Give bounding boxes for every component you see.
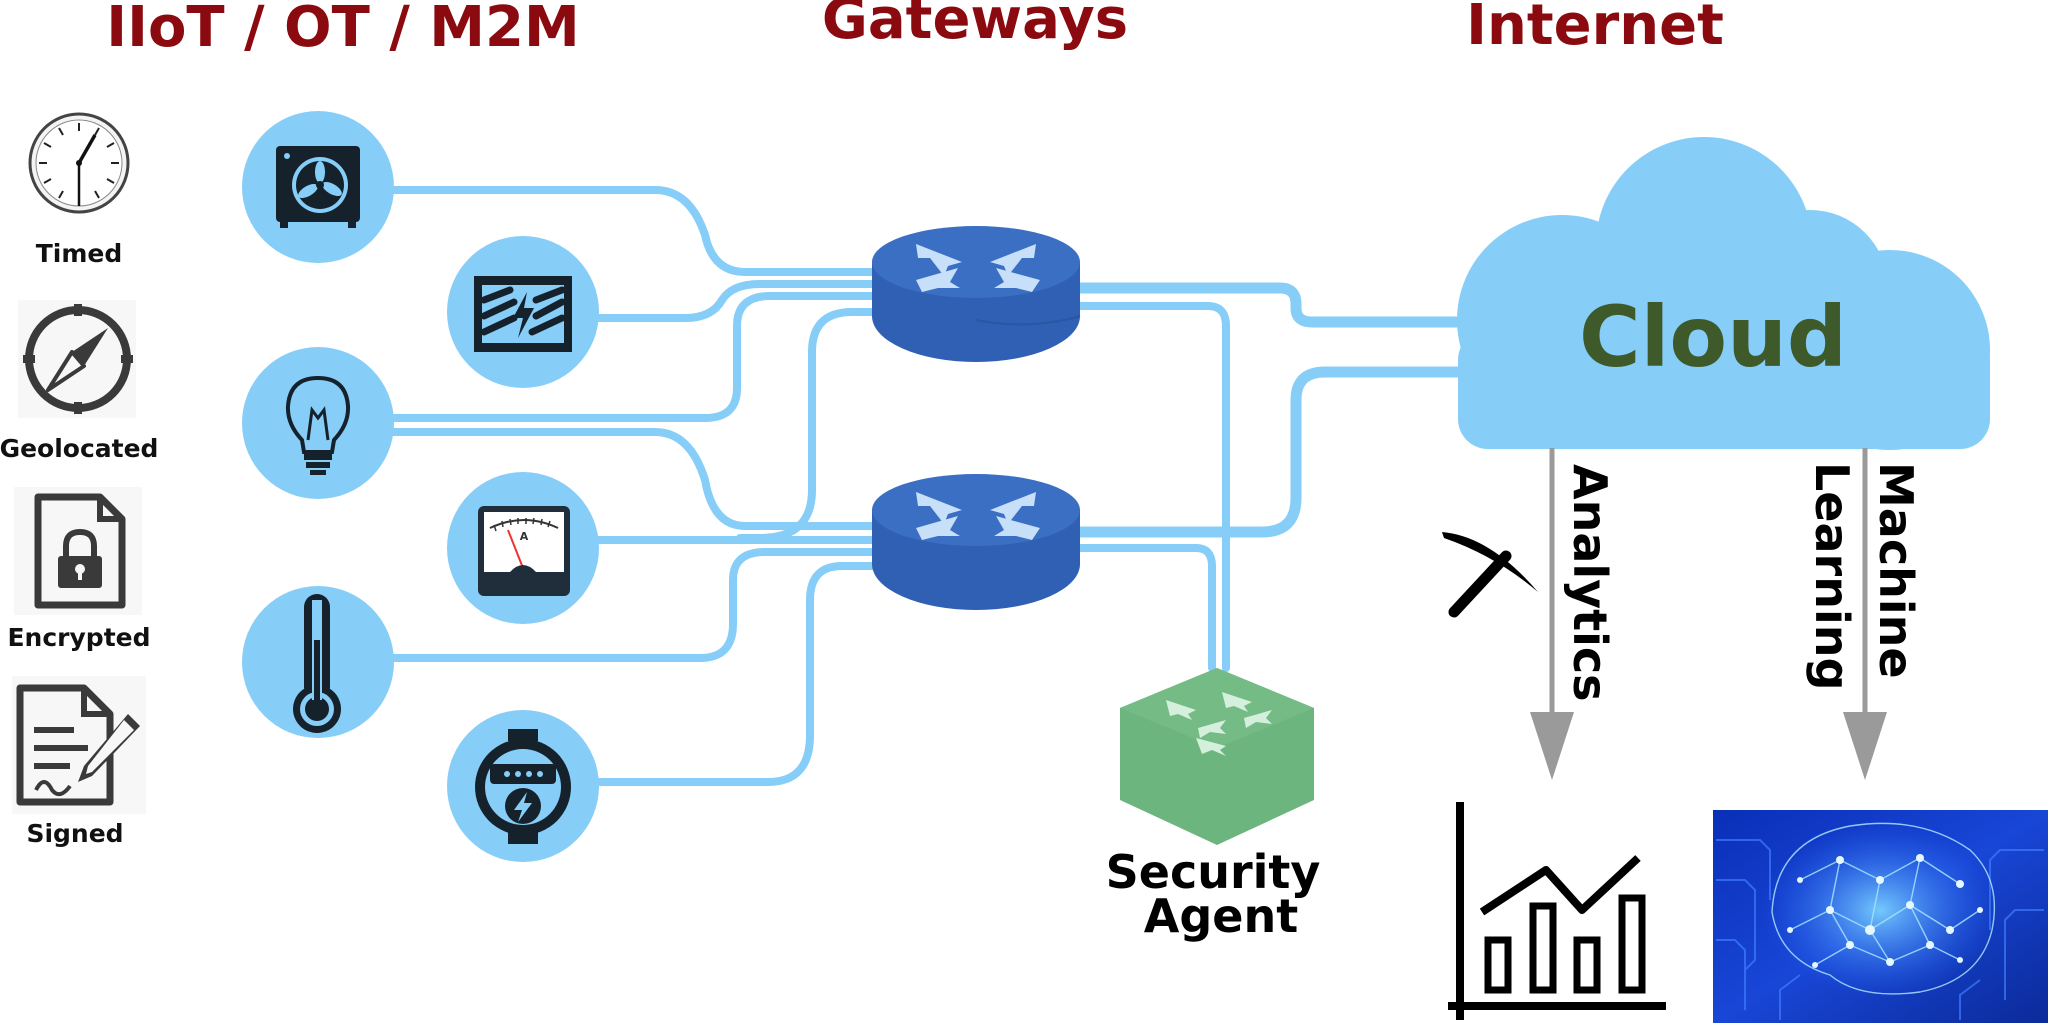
device-heater[interactable] bbox=[447, 236, 599, 388]
property-geolocated: Geolocated bbox=[0, 300, 158, 463]
heater-coil-icon bbox=[474, 276, 572, 352]
heading-gateways: Gateways bbox=[822, 0, 1128, 52]
analytics-chart-icon bbox=[1448, 802, 1666, 1020]
pickaxe-icon bbox=[1442, 532, 1538, 618]
svg-text:A: A bbox=[520, 530, 529, 543]
clock-icon bbox=[28, 112, 130, 214]
property-encrypted: Encrypted bbox=[7, 487, 151, 652]
switch-icon bbox=[1120, 668, 1314, 845]
gateway-router-1[interactable] bbox=[872, 226, 1081, 362]
cloud[interactable]: Cloud bbox=[1457, 137, 1990, 450]
property-label: Encrypted bbox=[7, 623, 150, 652]
analytics-flow: Analytics bbox=[1530, 448, 1617, 780]
security-agent-label-line1: Security bbox=[1106, 845, 1321, 899]
network-wires bbox=[388, 186, 1466, 786]
device-ammeter[interactable]: A bbox=[447, 472, 599, 624]
device-thermometer[interactable] bbox=[242, 586, 394, 738]
light-bulb-icon bbox=[285, 375, 351, 475]
analytics-label: Analytics bbox=[1563, 464, 1617, 702]
property-label: Signed bbox=[26, 819, 123, 848]
heading-iot: IIoT / OT / M2M bbox=[106, 0, 579, 60]
gateway-router-2[interactable] bbox=[872, 474, 1080, 610]
power-meter-icon bbox=[475, 729, 571, 844]
heading-internet: Internet bbox=[1466, 0, 1724, 58]
machine-learning-label-line2: Learning bbox=[1805, 462, 1859, 690]
fan-unit-icon bbox=[276, 146, 360, 228]
machine-learning-label-line1: Machine bbox=[1869, 462, 1923, 679]
cloud-label: Cloud bbox=[1579, 288, 1847, 386]
router-icon bbox=[872, 474, 1080, 610]
property-label: Geolocated bbox=[0, 434, 158, 463]
signed-document-icon bbox=[12, 676, 146, 814]
property-timed: Timed bbox=[28, 112, 130, 268]
device-power-meter[interactable] bbox=[447, 710, 599, 862]
ai-brain-image bbox=[1713, 810, 2048, 1023]
property-signed: Signed bbox=[12, 676, 146, 848]
ammeter-icon: A bbox=[478, 506, 570, 596]
device-fan-unit[interactable] bbox=[242, 111, 394, 263]
device-light[interactable] bbox=[242, 347, 394, 499]
thermometer-icon bbox=[293, 594, 341, 733]
locked-file-icon bbox=[14, 487, 142, 615]
property-label: Timed bbox=[36, 239, 123, 268]
machine-learning-flow: Machine Learning bbox=[1805, 448, 1923, 780]
router-icon bbox=[872, 226, 1081, 362]
security-agent-label-line2: Agent bbox=[1144, 889, 1298, 943]
cloud-icon bbox=[1457, 137, 1990, 450]
security-agent[interactable]: Security Agent bbox=[1106, 668, 1321, 943]
compass-icon bbox=[18, 300, 136, 418]
